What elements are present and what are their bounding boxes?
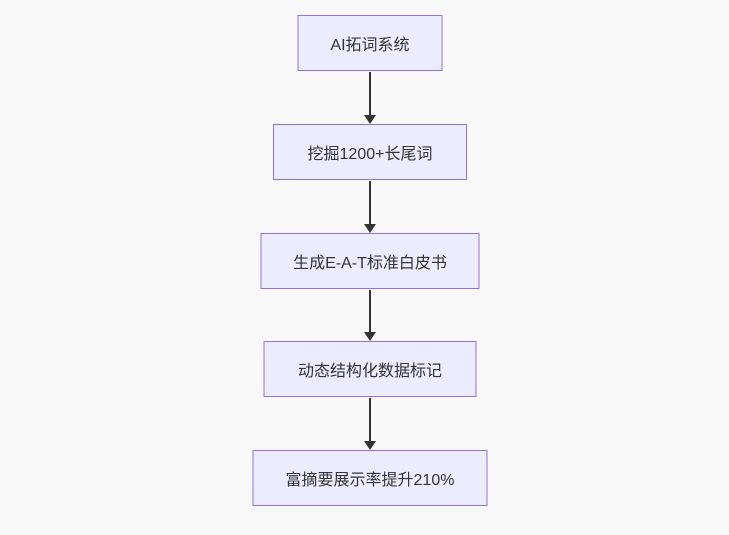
arrowhead-down-icon [363,224,376,233]
edge-line [368,398,371,441]
flowchart-node-structured-data-markup: 动态结构化数据标记 [263,341,477,397]
edge-line [368,181,371,224]
node-label: AI拓词系统 [330,37,410,54]
edge-line [368,72,371,115]
arrowhead-down-icon [363,115,376,124]
flowchart-node-rich-snippet-rate: 富摘要展示率提升210% [252,450,488,506]
arrowhead-down-icon [363,441,376,450]
node-label: 动态结构化数据标记 [297,363,442,380]
node-label: 挖掘1200+长尾词 [307,146,433,163]
edge-line [368,290,371,332]
flowchart-node-eat-whitepaper: 生成E-A-T标准白皮书 [260,233,480,289]
flowchart-node-longtail-keywords: 挖掘1200+长尾词 [273,124,467,180]
flowchart-node-ai-keyword-system: AI拓词系统 [297,15,443,71]
node-label: 富摘要展示率提升210% [285,472,455,489]
arrowhead-down-icon [363,332,376,341]
node-label: 生成E-A-T标准白皮书 [293,255,447,272]
